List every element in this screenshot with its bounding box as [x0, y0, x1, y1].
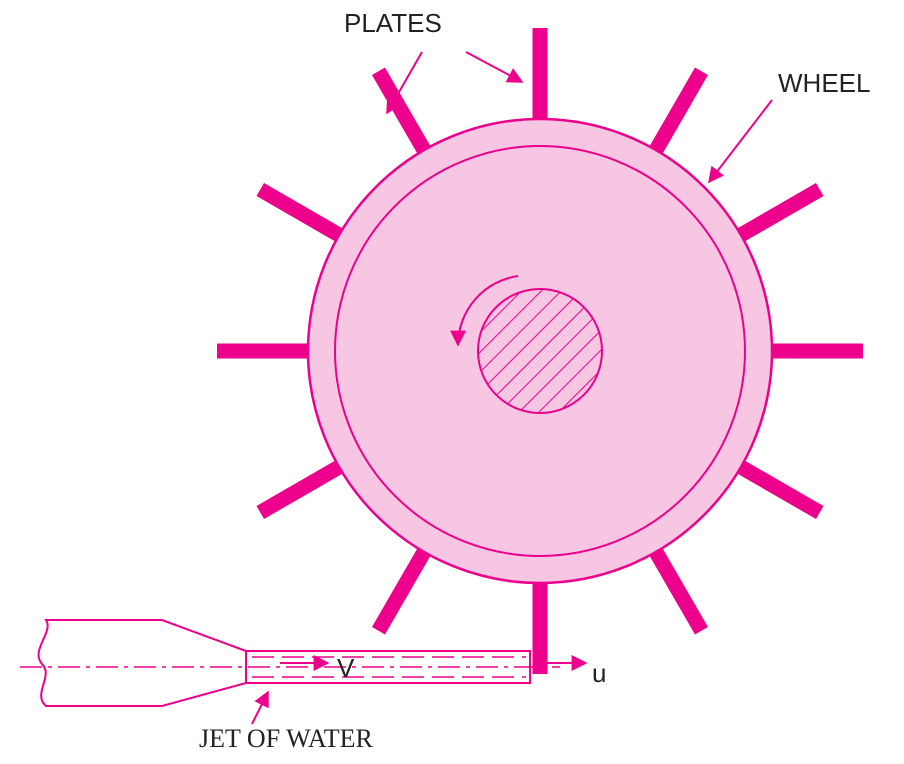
plate: [641, 67, 708, 169]
plate-velocity-label: u: [592, 658, 606, 688]
plate: [217, 343, 325, 359]
jet-label: JET OF WATER: [199, 724, 373, 753]
plate: [722, 183, 824, 250]
plate: [256, 183, 358, 250]
jet-flow-lines: [252, 656, 526, 678]
jet-leader-arrow: [251, 690, 269, 725]
plate: [372, 533, 439, 635]
rotation-arrow: [450, 275, 519, 347]
plate: [532, 566, 548, 674]
plate: [755, 343, 863, 359]
plates-leader-arrow-2: [465, 51, 524, 83]
wheel-label: WHEEL: [778, 68, 870, 98]
plates-label: PLATES: [344, 8, 442, 38]
plate: [641, 533, 708, 635]
pipe: [37, 619, 247, 707]
plates-leader-arrow-1: [386, 51, 423, 115]
wheel-leader-arrow: [708, 99, 773, 184]
plate: [256, 452, 358, 519]
plate: [532, 28, 548, 136]
plate: [372, 67, 439, 169]
jet-velocity-label: V: [337, 653, 355, 683]
hub: [477, 288, 603, 414]
plate: [722, 452, 824, 519]
plates: [217, 28, 863, 674]
